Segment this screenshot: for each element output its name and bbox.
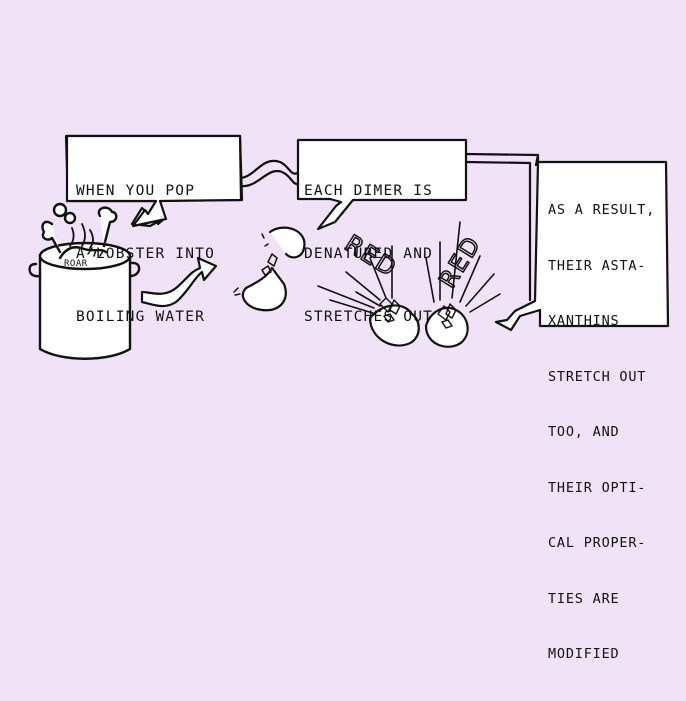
caption-panel-1: WHEN YOU POP A LOBSTER INTO BOILING WATE…	[76, 139, 215, 370]
connector-line	[239, 159, 302, 188]
illustration: ROAR	[28, 134, 670, 360]
caption-line: MODIFIED	[548, 646, 620, 662]
caption-line: BOILING WATER	[76, 309, 206, 325]
shell-stretching	[233, 226, 306, 312]
shell-right	[424, 303, 469, 348]
caption-line: THEIR OPTI-	[548, 479, 647, 496]
caption-panel-3: AS A RESULT, THEIR ASTA- XANTHINS STRETC…	[548, 164, 655, 701]
red-label-right: RED	[433, 231, 487, 294]
caption-line: XANTHINS	[548, 313, 620, 329]
rays-left	[317, 245, 393, 315]
caption-line: TOO, AND	[548, 424, 620, 440]
caption-line: A LOBSTER INTO	[76, 246, 216, 262]
caption-line: EACH DIMER IS	[304, 183, 434, 199]
caption-line: STRETCHES OUT	[304, 309, 434, 325]
caption-line: AS A RESULT,	[548, 202, 656, 218]
pot	[28, 202, 141, 360]
comic-diagram: ROAR	[28, 134, 670, 662]
shell-left	[368, 297, 420, 347]
caption-line: DENATURED AND	[304, 246, 434, 262]
caption-panel-2: EACH DIMER IS DENATURED AND STRETCHES OU…	[304, 139, 433, 370]
long-connector	[464, 152, 540, 302]
pot-label: ROAR	[64, 259, 88, 269]
rays-right	[425, 221, 501, 313]
caption-line: THEIR ASTA-	[548, 257, 647, 274]
curved-arrow	[140, 256, 218, 308]
caption-line: CAL PROPER-	[548, 535, 647, 551]
caption-line: TIES ARE	[548, 590, 620, 607]
caption-box-3	[494, 160, 670, 332]
caption-line: STRETCH OUT	[548, 368, 647, 385]
caption-line: WHEN YOU POP	[76, 183, 196, 199]
caption-box-2	[296, 138, 468, 231]
